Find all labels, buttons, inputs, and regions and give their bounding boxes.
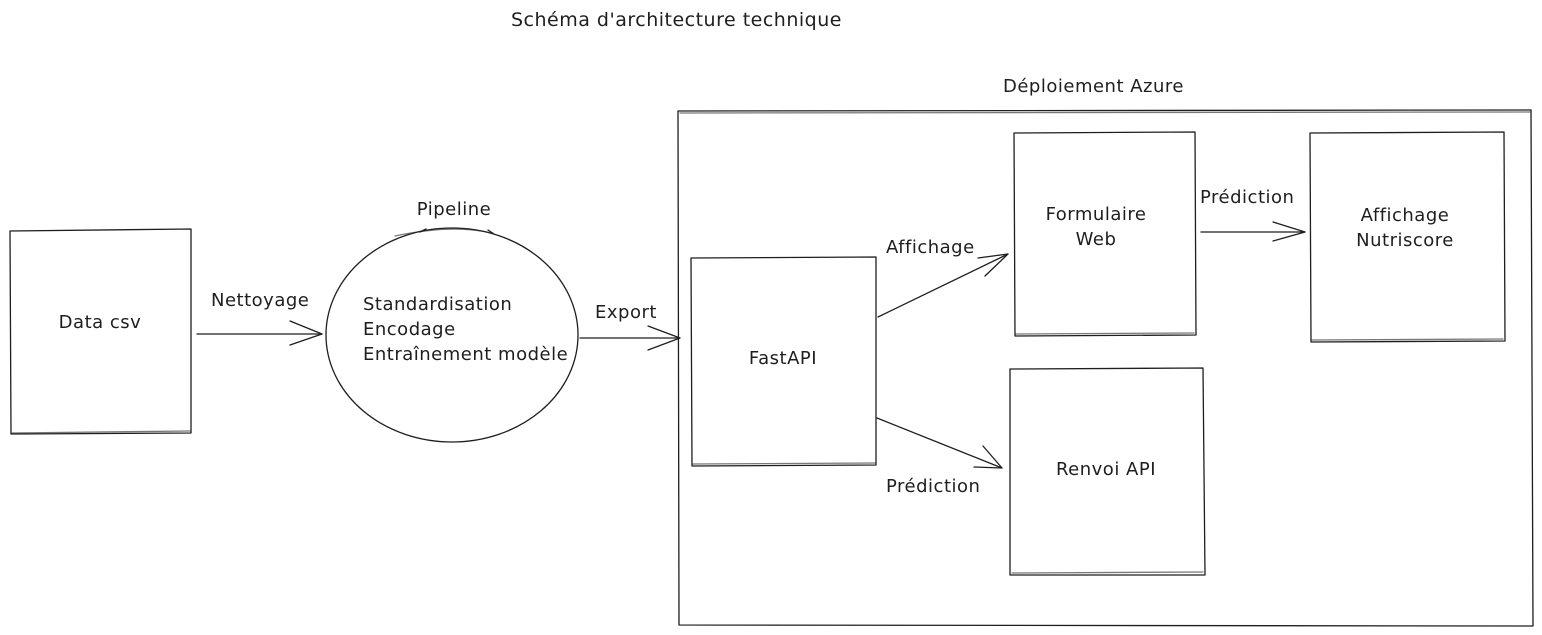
formulaire-web-box bbox=[1013, 131, 1197, 337]
edge-label-affichage: Affichage bbox=[886, 237, 975, 258]
affichage-line: Nutriscore bbox=[1356, 230, 1454, 251]
affichage-line: Affichage bbox=[1360, 205, 1450, 226]
affichage-nutriscore-box bbox=[1309, 131, 1506, 343]
formulaire-line: Web bbox=[1075, 229, 1117, 250]
edge-label-prediction-top: Prédiction bbox=[1200, 187, 1295, 208]
edge-label-export: Export bbox=[595, 302, 657, 323]
affichage-nutriscore-label: Affichage Nutriscore bbox=[1356, 203, 1454, 253]
pipeline-ellipse bbox=[325, 227, 579, 443]
renvoi-api-label: Renvoi API bbox=[1055, 459, 1157, 480]
arrow-affichage bbox=[877, 253, 1009, 318]
edge-label-prediction-bottom: Prédiction bbox=[886, 476, 981, 497]
renvoi-api-box bbox=[1009, 367, 1206, 576]
pipeline-label: Pipeline bbox=[416, 199, 492, 220]
data-csv-label: Data csv bbox=[58, 312, 142, 333]
pipeline-step: Standardisation bbox=[363, 294, 513, 315]
azure-container bbox=[677, 109, 1534, 627]
arrow-prediction-bottom bbox=[876, 417, 1003, 469]
pipeline-step: Entraînement modèle bbox=[363, 344, 569, 365]
pipeline-step: Encodage bbox=[363, 319, 456, 340]
diagram-title: Schéma d'architecture technique bbox=[511, 9, 842, 31]
pipeline-steps: Standardisation Encodage Entraînement mo… bbox=[363, 292, 568, 367]
data-csv-box bbox=[9, 228, 192, 435]
azure-group-label: Déploiement Azure bbox=[1003, 76, 1184, 97]
formulaire-web-label: Formulaire Web bbox=[1046, 202, 1147, 252]
formulaire-line: Formulaire bbox=[1045, 204, 1147, 225]
fastapi-label: FastAPI bbox=[748, 348, 818, 369]
edge-label-nettoyage: Nettoyage bbox=[211, 290, 310, 311]
fastapi-box bbox=[690, 256, 877, 467]
